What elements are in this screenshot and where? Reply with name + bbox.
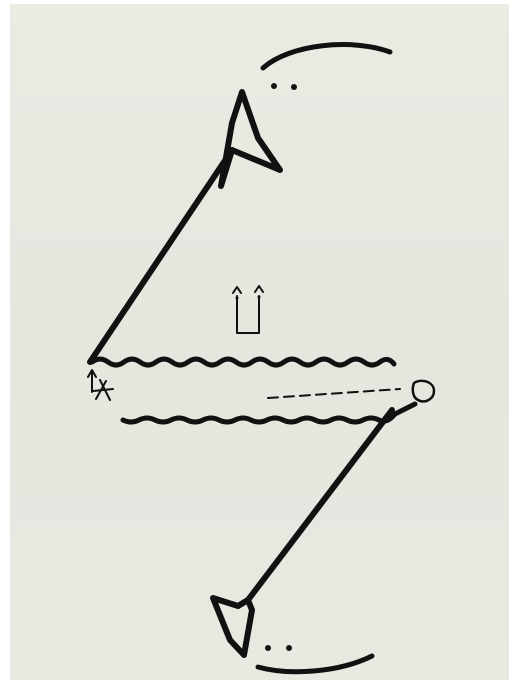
bottom-arc-stroke [258,656,372,672]
u-arrow-left [233,287,241,293]
top-arrowhead [221,92,280,186]
bottom-diagonal-line [248,410,392,600]
top-dot-right [291,84,297,90]
left-star-mark [93,380,113,400]
top-arc-stroke [263,45,390,68]
bottom-arrowhead [213,598,252,655]
lower-wavy-line [123,404,415,422]
right-circle [413,381,434,402]
upper-wavy-line [92,359,394,365]
left-small-arrow [88,370,96,392]
dashed-line [268,389,400,398]
u-arrow-right [255,286,263,292]
bottom-dot-right [286,645,292,651]
top-dot-left [271,83,277,89]
u-bracket [237,296,259,333]
bottom-dot-left [265,645,271,651]
u-dot-right [258,296,261,299]
top-diagonal-line [90,150,232,362]
u-dot-left [236,297,239,300]
